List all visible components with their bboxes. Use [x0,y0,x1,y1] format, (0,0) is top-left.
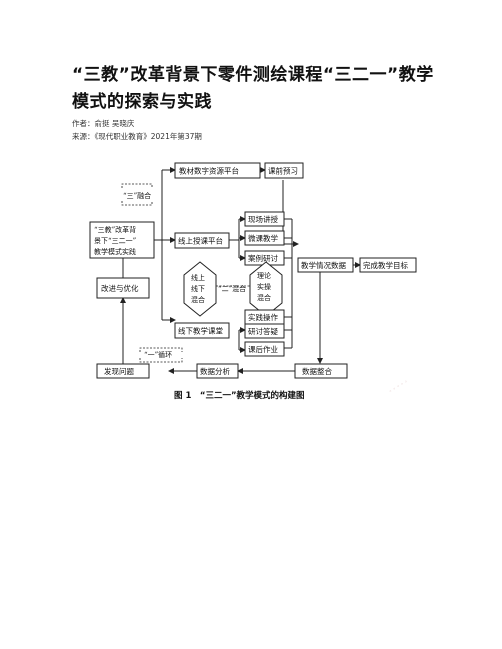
svg-text:线上: 线上 [191,273,205,282]
diamond-theory-practice: 理论 实操 混合 [249,261,283,317]
box-resource-platform: 教材数字资源平台 [174,162,261,179]
box-discussion: 研讨答疑 [244,323,285,339]
figure-caption: 图 1 “三二一”教学模式的构建图 [174,391,305,401]
svg-text:“一”循环: “一”循环 [144,350,172,359]
svg-text:数据分析: 数据分析 [200,366,230,376]
svg-text:线上授课平台: 线上授课平台 [178,236,223,246]
box-teaching-data: 教学情况数据 [297,257,354,273]
svg-text:“二”混合: “二”混合 [218,284,246,293]
box-online-platform: 线上授课平台 [174,232,230,249]
teaching-model-diagram: “三”融合 “三教”改革背 景下“三二一” 教学模式实践 教材数字资源平台 课前… [89,162,417,379]
svg-text:实践操作: 实践操作 [248,312,278,322]
box-micro-lesson: 微课教学 [244,230,285,246]
svg-text:课后作业: 课后作业 [248,344,278,354]
svg-text:教学情况数据: 教学情况数据 [301,260,346,270]
svg-text:完成教学目标: 完成教学目标 [363,260,408,270]
svg-text:景下“三二一”: 景下“三二一” [94,237,137,245]
box-find-problem: 发现问题 [96,363,150,379]
label-san-ronghe: “三”融合 [121,183,153,206]
svg-text:发现问题: 发现问题 [104,366,134,376]
svg-text:教材数字资源平台: 教材数字资源平台 [179,166,239,176]
svg-text:改进与优化: 改进与优化 [101,283,139,293]
article-authors: 作者：俞挺 吴晓庆 [72,119,135,128]
article-source: 来源：《现代职业教育》2021年第37期 [72,132,202,141]
label-er-hunhe: “二”混合 [216,284,250,293]
diamond-online-offline: 线上 线下 混合 [183,261,217,317]
article-title: “三教”改革背景下零件测绘课程“三二一”教学模式的探索与实践 [72,65,434,112]
box-sanjiao-practice: “三教”改革背 景下“三二一” 教学模式实践 [89,221,155,259]
svg-text:微课教学: 微课教学 [248,233,278,243]
label-yi-xunhuan: “一”循环 [139,347,183,363]
box-data-integration: 数据整合 [294,363,348,379]
box-homework: 课后作业 [244,341,285,357]
box-live-lecture: 现场讲授 [244,211,285,227]
svg-text:“三”融合: “三”融合 [123,191,151,200]
box-teaching-goal: 完成教学目标 [359,257,417,273]
box-data-analysis: 数据分析 [196,363,239,379]
svg-text:混合: 混合 [191,295,205,304]
svg-text:实操: 实操 [257,282,271,291]
svg-text:研讨答疑: 研讨答疑 [248,326,278,336]
svg-text:教学模式实践: 教学模式实践 [94,247,136,256]
svg-text:课前预习: 课前预习 [268,166,298,176]
box-offline-class: 线下教学课堂 [174,322,230,339]
box-preview: 课前预习 [264,162,304,179]
svg-text:理论: 理论 [257,271,271,280]
svg-text:现场讲授: 现场讲授 [248,214,278,224]
svg-text:线下教学课堂: 线下教学课堂 [178,326,223,336]
svg-text:“三教”改革背: “三教”改革背 [94,225,136,234]
svg-text:案例研讨: 案例研讨 [248,253,278,263]
box-improve: 改进与优化 [96,277,150,299]
svg-text:数据整合: 数据整合 [302,366,332,376]
svg-text:混合: 混合 [257,293,271,302]
svg-text:线下: 线下 [191,284,205,293]
box-practice-operation: 实践操作 [244,309,285,325]
